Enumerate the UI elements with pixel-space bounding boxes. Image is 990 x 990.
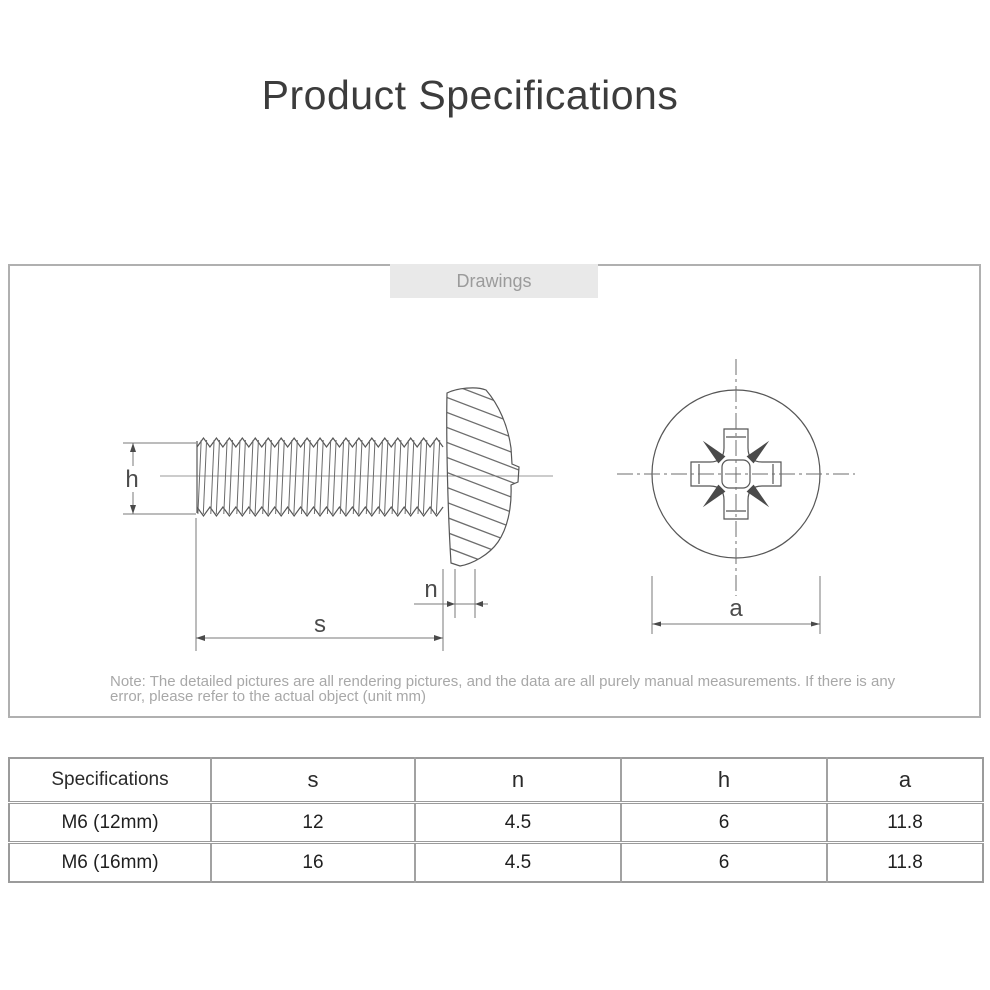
s-value-cell: 16 xyxy=(210,842,415,882)
a-value-cell: 11.8 xyxy=(826,802,983,844)
table-row: M6 (16mm) 16 4.5 6 11.8 xyxy=(9,842,983,882)
note-line-1: Note: The detailed pictures are all rend… xyxy=(110,673,896,690)
dimension-h: h xyxy=(120,442,196,515)
note-text: Note: The detailed pictures are all rend… xyxy=(110,674,895,704)
dim-label-h: h xyxy=(125,466,138,493)
n-value-cell: 4.5 xyxy=(414,802,621,844)
h-value-cell: 6 xyxy=(620,802,827,844)
dimension-n: n xyxy=(414,569,488,618)
a-value-cell: 11.8 xyxy=(826,842,983,882)
drawings-tab[interactable]: Drawings xyxy=(390,264,598,298)
top-view: a xyxy=(617,359,855,634)
dim-label-a: a xyxy=(729,595,743,622)
note-line-2: error, please refer to the actual object… xyxy=(110,688,426,705)
head-outline xyxy=(446,387,520,567)
column-header-specifications: Specifications xyxy=(9,758,211,804)
dim-label-s: s xyxy=(314,611,326,638)
recess-dart-se xyxy=(746,484,770,508)
spec-table: Specifications s n h a M6 (12mm) 12 4.5 … xyxy=(8,757,984,883)
recess-dart-sw xyxy=(702,484,726,508)
dimension-s: s xyxy=(195,518,444,651)
drawings-panel: Drawings xyxy=(8,264,981,718)
s-value-cell: 12 xyxy=(210,802,415,844)
h-value-cell: 6 xyxy=(620,842,827,882)
n-value-cell: 4.5 xyxy=(414,842,621,882)
table-row: M6 (12mm) 12 4.5 6 11.8 xyxy=(9,802,983,844)
column-header-a: a xyxy=(826,758,983,804)
column-header-s: s xyxy=(210,758,415,804)
table-header-row: Specifications s n h a xyxy=(9,758,983,804)
recess-dart-ne xyxy=(746,440,770,464)
spec-cell: M6 (16mm) xyxy=(61,851,159,873)
dimension-a: a xyxy=(651,576,821,634)
spec-cell: M6 (12mm) xyxy=(9,802,211,844)
technical-drawing: h s n xyxy=(120,359,855,651)
recess-dart-nw xyxy=(702,440,726,464)
screw-thread xyxy=(196,436,444,518)
column-header-h: h xyxy=(620,758,827,804)
screw-head xyxy=(446,387,520,567)
side-view: h s n xyxy=(120,387,553,651)
dim-label-n: n xyxy=(424,576,437,603)
page-title: Product Specifications xyxy=(261,72,679,118)
column-header-n: n xyxy=(414,758,621,804)
